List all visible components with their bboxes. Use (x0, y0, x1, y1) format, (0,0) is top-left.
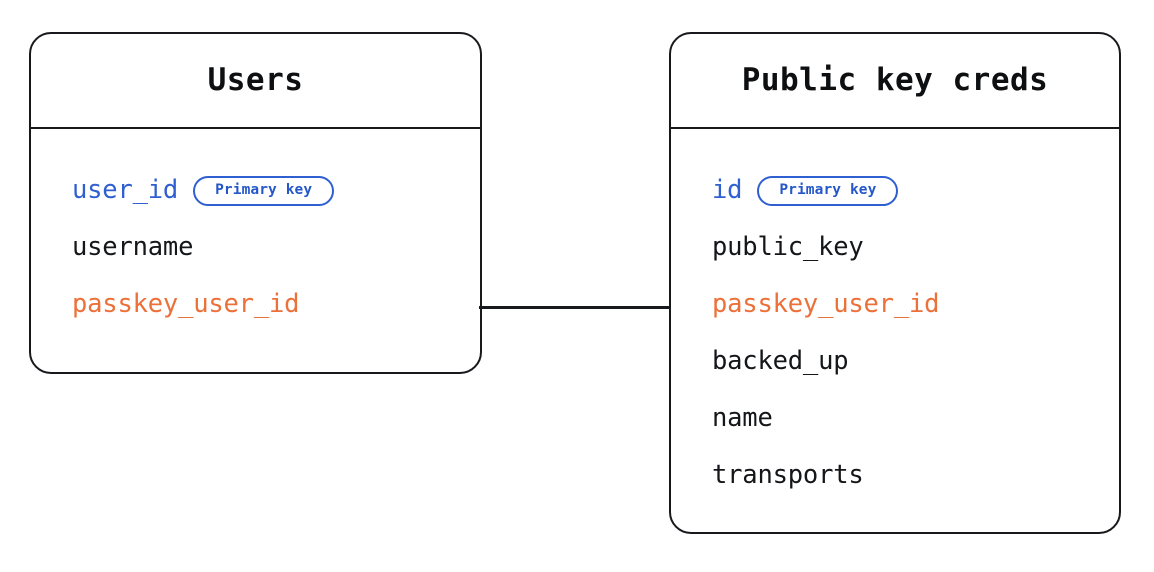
entity-title-public-key-creds: Public key creds (741, 62, 1049, 98)
entity-field-list-public-key-creds: id Primary key public_key passkey_user_i… (671, 129, 1119, 532)
field-name-passkey-user-id: passkey_user_id (712, 288, 940, 319)
entity-box-public-key-creds[interactable]: Public key creds id Primary key public_k… (669, 32, 1121, 534)
field-name-id: id (712, 174, 743, 205)
field-row-id[interactable]: id Primary key (712, 162, 1119, 219)
entity-header-public-key-creds: Public key creds (671, 34, 1119, 129)
field-name-user-id: user_id (72, 174, 179, 205)
field-row-backed-up[interactable]: backed_up (712, 333, 1119, 390)
primary-key-badge: Primary key (757, 175, 899, 206)
field-row-passkey-user-id[interactable]: passkey_user_id (712, 276, 1119, 333)
entity-title-users: Users (207, 62, 304, 98)
field-row-name[interactable]: name (712, 390, 1119, 447)
entity-field-list-users: user_id Primary key username passkey_use… (31, 129, 480, 372)
field-name-transports: transports (712, 459, 864, 490)
primary-key-badge-label: Primary key (779, 182, 877, 199)
field-row-username[interactable]: username (72, 219, 480, 276)
primary-key-badge: Primary key (193, 175, 335, 206)
field-row-public-key[interactable]: public_key (712, 219, 1119, 276)
primary-key-badge-label: Primary key (215, 182, 313, 199)
field-row-passkey-user-id[interactable]: passkey_user_id (72, 276, 480, 333)
field-name-public-key: public_key (712, 231, 864, 262)
relationship-connector-line (479, 306, 672, 309)
entity-box-users[interactable]: Users user_id Primary key username passk… (29, 32, 482, 374)
field-row-transports[interactable]: transports (712, 447, 1119, 504)
entity-header-users: Users (31, 34, 480, 129)
field-name-username: username (72, 231, 194, 262)
field-name-backed-up: backed_up (712, 345, 849, 376)
field-row-user-id[interactable]: user_id Primary key (72, 162, 480, 219)
field-name-name: name (712, 402, 773, 433)
field-name-passkey-user-id: passkey_user_id (72, 288, 300, 319)
